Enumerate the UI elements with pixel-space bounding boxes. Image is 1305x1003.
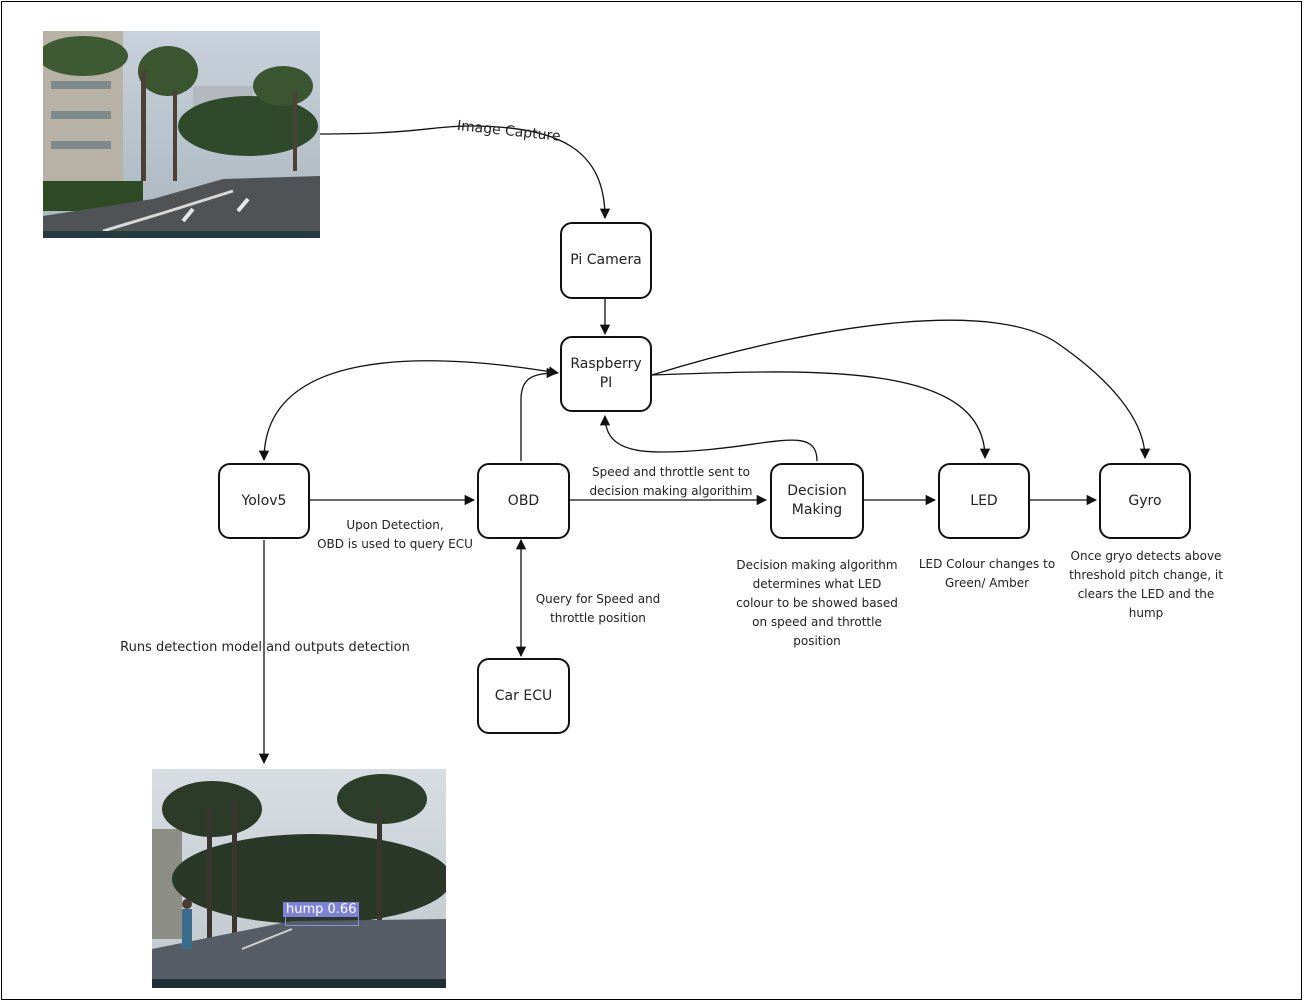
input-street-photo: [43, 31, 320, 238]
label-speed-throttle-sent: Speed and throttle sent to decision maki…: [589, 465, 753, 498]
node-obd: OBD: [477, 463, 570, 539]
edge-decision-to-pi: [599, 414, 818, 462]
node-raspberry-pi: Raspberry PI: [560, 336, 652, 412]
label-upon-detection: Upon Detection, OBD is used to query ECU: [317, 518, 473, 551]
node-decision-making: Decision Making: [770, 463, 864, 539]
node-yolov5: Yolov5: [218, 463, 310, 539]
label-query-speed: Query for Speed and throttle position: [535, 592, 661, 625]
detection-output-photo: hump 0.66: [152, 769, 446, 988]
node-pi-camera: Pi Camera: [560, 222, 652, 299]
node-car-ecu: Car ECU: [477, 658, 570, 734]
note-led: LED Colour changes to Green/ Amber: [918, 557, 1056, 590]
edge-obd-to-pi: [520, 367, 558, 461]
node-gyro: Gyro: [1099, 463, 1191, 539]
detection-label: hump 0.66: [283, 902, 360, 917]
edge-pi-yolov5: [258, 360, 560, 462]
note-gyro: Once gryo detects above threshold pitch …: [1069, 549, 1223, 620]
label-runs-detection: Runs detection model and outputs detecti…: [120, 640, 410, 655]
edge-image-capture: [319, 125, 611, 220]
edge-pi-to-led: [651, 371, 991, 460]
node-led: LED: [938, 463, 1030, 539]
note-decision-making: Decision making algorithm determines wha…: [736, 558, 898, 648]
edge-pi-to-gyro: [651, 319, 1151, 460]
